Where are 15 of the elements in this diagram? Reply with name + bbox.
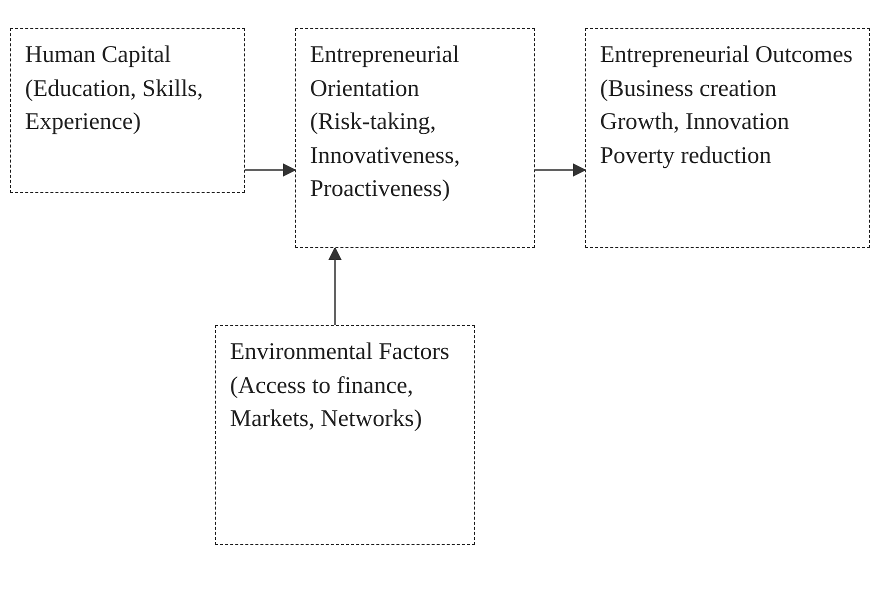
- box-heading: Human Capital: [25, 41, 172, 70]
- box-heading: Entrepreneurial Outcomes: [600, 41, 854, 70]
- concept-box: [215, 325, 475, 545]
- concept-box: [585, 28, 870, 248]
- arrow: [245, 163, 296, 177]
- box-description: (Risk-taking, Innovativeness, Proactiveness): [310, 108, 461, 204]
- arrow: [535, 163, 586, 177]
- box-heading: Entrepreneurial Orientation: [310, 41, 460, 104]
- box-description: (Business creation Growth, Innovation Poverty reduction: [600, 74, 790, 171]
- box-description: (Access to finance, Markets, Networks): [230, 372, 423, 434]
- concept-box: [10, 28, 245, 193]
- concept-box: [295, 28, 535, 248]
- box-description: (Education, Skills, Experience): [25, 74, 204, 138]
- box-heading: Environmental Factors: [230, 338, 450, 367]
- arrow: [328, 246, 342, 325]
